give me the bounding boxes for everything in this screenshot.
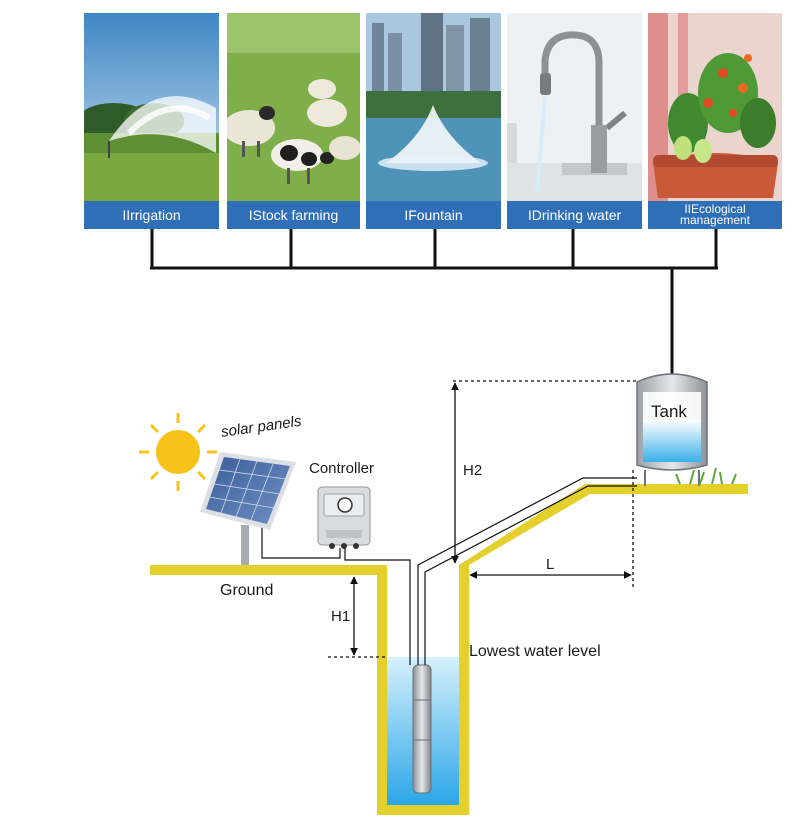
drinking-water-photo xyxy=(507,13,642,201)
application-card-irrigation: IIrrigation xyxy=(84,13,219,229)
tank-icon xyxy=(636,373,737,486)
solar-panel-icon xyxy=(200,452,296,565)
distribution-lines xyxy=(150,229,718,376)
tank-label: Tank xyxy=(651,402,687,421)
h2-label: H2 xyxy=(463,462,483,479)
application-label: IIrrigation xyxy=(84,201,219,229)
controller-label: Controller xyxy=(309,460,375,477)
ground-profile xyxy=(150,484,748,815)
panel-controller-cable xyxy=(261,520,341,559)
application-card-fountain: IFountain xyxy=(366,13,501,229)
l-dimension xyxy=(469,470,634,590)
controller-pump-cable xyxy=(344,548,411,665)
ecological-management-photo xyxy=(648,13,782,201)
h1-dimension xyxy=(328,576,387,658)
sun-icon xyxy=(139,413,217,491)
lowest-water-level-label: Lowest water level xyxy=(469,643,601,660)
application-card-drinking-water: IDrinking water xyxy=(507,13,642,229)
application-label: IStock farming xyxy=(227,201,360,229)
application-label: IDrinking water xyxy=(507,201,642,229)
controller-icon xyxy=(317,486,371,549)
l-label: L xyxy=(546,556,555,573)
application-card-stock-farming: IStock farming xyxy=(227,13,360,229)
application-card-ecological-management: IIEcological management xyxy=(648,13,782,229)
stock-farming-photo xyxy=(227,13,360,201)
delivery-pipe xyxy=(417,477,637,665)
application-label: IIEcological management xyxy=(648,201,782,229)
h1-label: H1 xyxy=(331,608,351,625)
fountain-photo xyxy=(366,13,501,201)
application-label: IFountain xyxy=(366,201,501,229)
submersible-pump-icon xyxy=(412,664,432,794)
h2-dimension xyxy=(451,380,637,564)
irrigation-photo xyxy=(84,13,219,201)
ground-label: Ground xyxy=(220,582,274,599)
